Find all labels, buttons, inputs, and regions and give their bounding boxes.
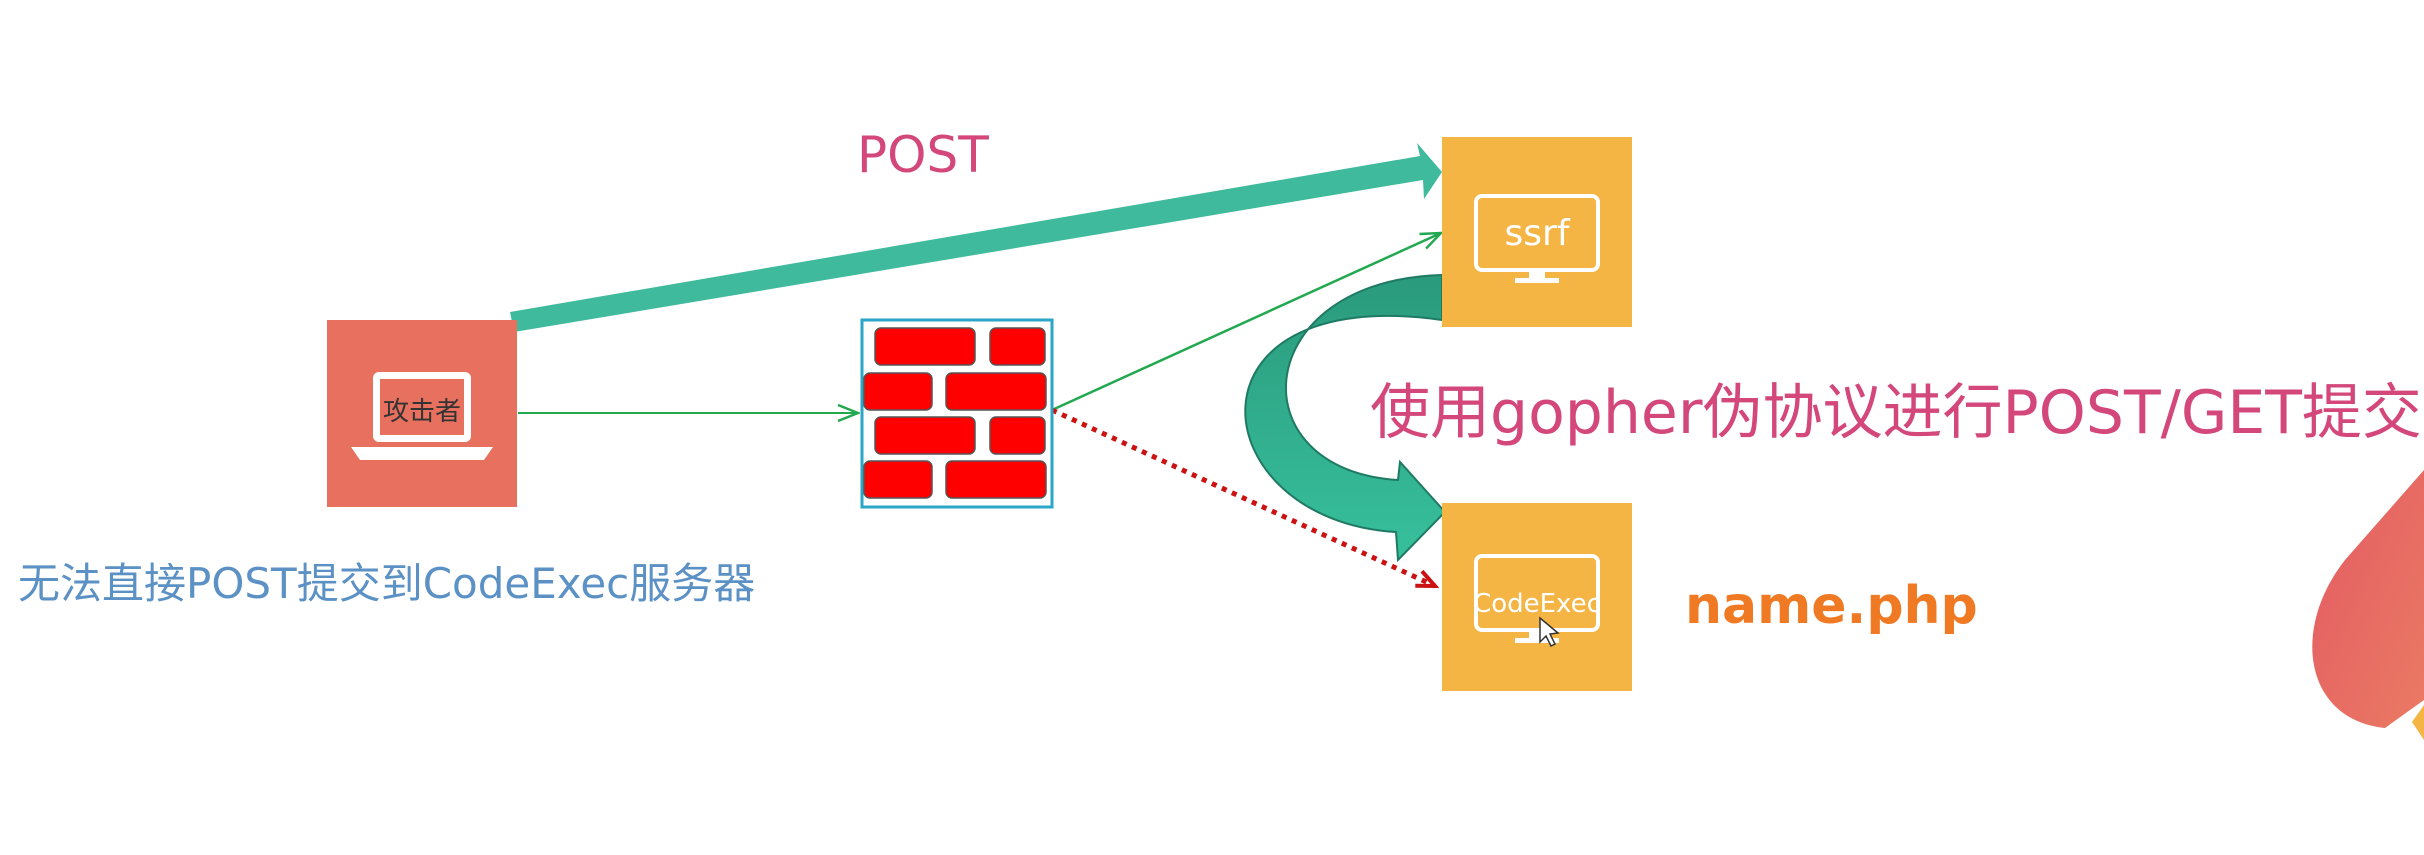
cursor-icon — [1539, 616, 1560, 648]
codeexec-server-node: CodeExec — [1442, 503, 1632, 691]
blocked-arrow — [1050, 407, 1435, 589]
monitor-icon — [1474, 554, 1600, 643]
post-label: POST — [857, 126, 989, 184]
php-file-label: name.php — [1685, 576, 1978, 636]
ssrf-server-node: ssrf — [1442, 137, 1632, 327]
firewall-node — [860, 318, 1054, 509]
attacker-node: 攻击者 — [327, 320, 517, 507]
post-arrow — [510, 143, 1442, 332]
monitor-icon — [1474, 194, 1600, 283]
cannot-post-label: 无法直接POST提交到CodeExec服务器 — [18, 559, 756, 608]
firewall-to-ssrf-arrow — [1051, 233, 1441, 412]
attacker-label: 攻击者 — [383, 397, 461, 427]
ssrf-label: ssrf — [1505, 213, 1571, 254]
codeexec-label: CodeExec — [1473, 589, 1601, 619]
laptop-icon — [351, 372, 493, 460]
gopher-label: 使用gopher伪协议进行POST/GET提交 — [1370, 378, 2422, 448]
gopher-curved-arrow — [1244, 273, 1447, 563]
decorative-corner-shape — [2312, 470, 2424, 740]
brick-wall-icon — [863, 327, 1047, 499]
